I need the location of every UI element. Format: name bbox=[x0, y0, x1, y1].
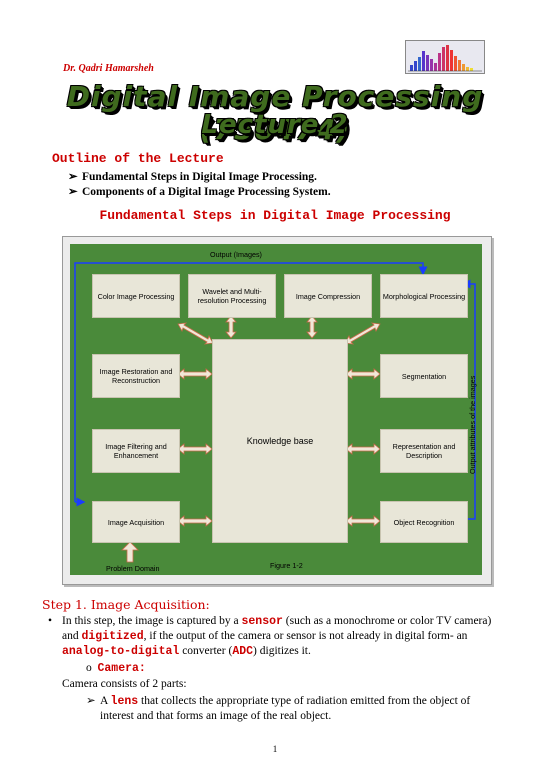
histogram-thumbnail bbox=[405, 40, 485, 74]
image-filtering-box: Image Filtering and Enhancement bbox=[92, 429, 180, 473]
object-recognition-box: Object Recognition bbox=[380, 501, 468, 543]
processing-steps-figure: Color Image Processing Wavelet and Multi… bbox=[62, 236, 492, 585]
image-acquisition-box: Image Acquisition bbox=[92, 501, 180, 543]
figure-caption: Figure 1-2 bbox=[270, 561, 303, 570]
image-restoration-box: Image Restoration and Reconstruction bbox=[92, 354, 180, 398]
output-attributes-label: Output attributes of the images bbox=[468, 375, 477, 474]
bullet-icon: • bbox=[48, 615, 53, 627]
page-number: 1 bbox=[272, 744, 278, 754]
lens-item: ➢A lens that collects the appropriate ty… bbox=[86, 695, 471, 722]
camera-subitem: o Camera: bbox=[86, 662, 146, 675]
problem-domain-label: Problem Domain bbox=[106, 564, 160, 573]
outline-item: ➢Fundamental Steps in Digital Image Proc… bbox=[68, 171, 317, 183]
image-compression-box: Image Compression bbox=[284, 274, 372, 318]
figure-connectors bbox=[74, 262, 476, 563]
arrow-bullet-icon: ➢ bbox=[86, 695, 96, 707]
arrow-bullet-icon: ➢ bbox=[68, 186, 78, 198]
outline-heading: Outline of the Lecture bbox=[52, 151, 224, 166]
figure-panel: Color Image Processing Wavelet and Multi… bbox=[70, 244, 482, 575]
representation-box: Representation and Description bbox=[380, 429, 468, 473]
step1-heading: Step 1. Image Acquisition: bbox=[42, 597, 210, 612]
section-heading: Fundamental Steps in Digital Image Proce… bbox=[99, 208, 451, 223]
morphological-processing-box: Morphological Processing bbox=[380, 274, 468, 318]
circle-bullet-icon: o bbox=[86, 662, 92, 674]
wavelet-processing-box: Wavelet and Multi-resolution Processing bbox=[188, 274, 276, 318]
author-name: Dr. Qadri Hamarsheh bbox=[63, 63, 154, 74]
step1-paragraph: •In this step, the image is captured by … bbox=[48, 615, 492, 658]
arrow-bullet-icon: ➢ bbox=[68, 171, 78, 183]
outline-item: ➢Components of a Digital Image Processin… bbox=[68, 186, 331, 198]
segmentation-box: Segmentation bbox=[380, 354, 468, 398]
output-images-label: Output (Images) bbox=[210, 250, 262, 259]
lecture-number: Lecture 2 bbox=[201, 110, 349, 140]
document-title: Digital Image Processing (750474) bbox=[66, 80, 484, 146]
camera-parts-text: Camera consists of 2 parts: bbox=[62, 678, 187, 690]
color-image-processing-box: Color Image Processing bbox=[92, 274, 180, 318]
knowledge-base-box: Knowledge base bbox=[212, 339, 348, 543]
